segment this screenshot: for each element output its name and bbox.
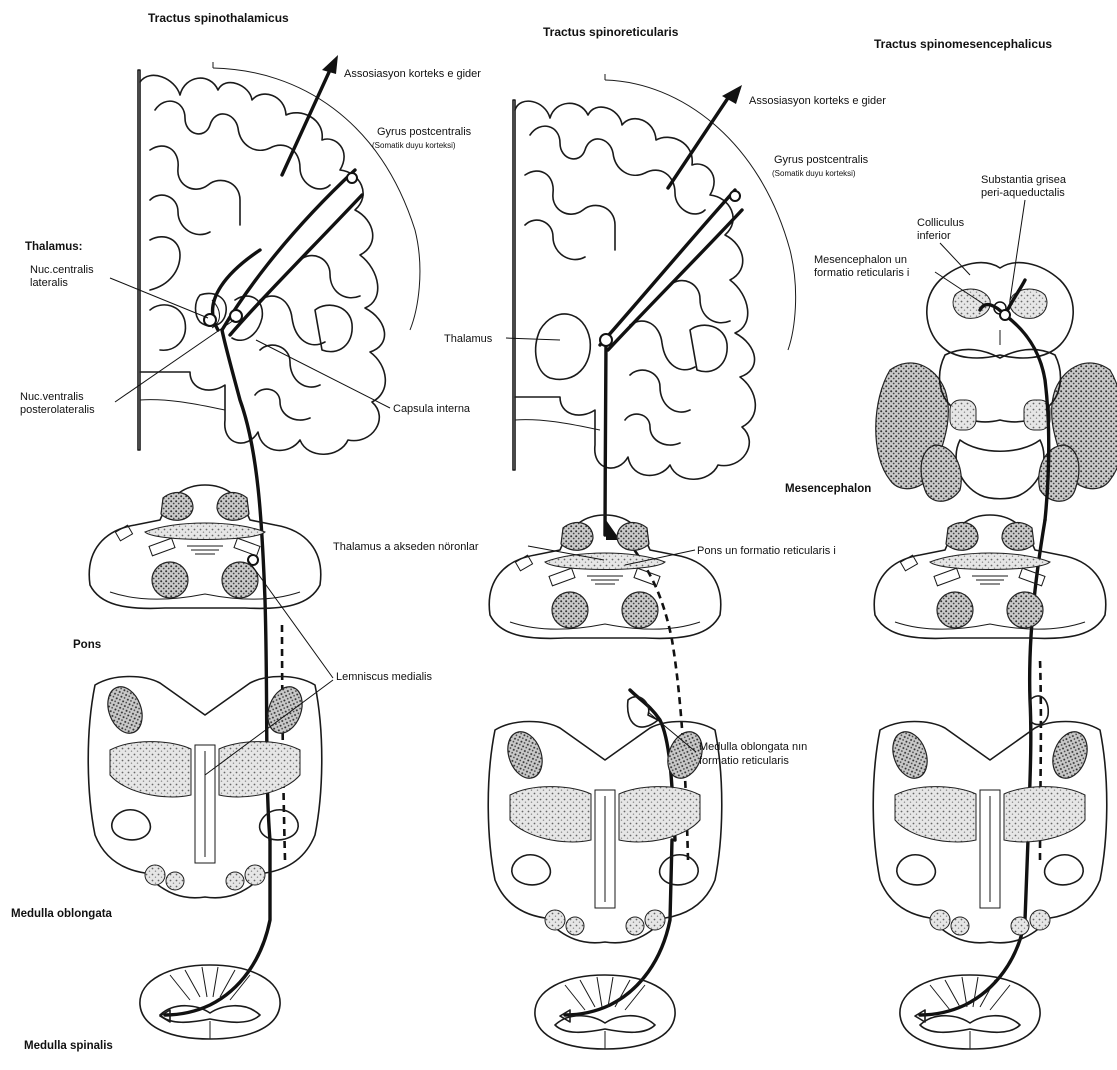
medulla-section-left [88,677,322,898]
spinal-section-left [140,965,280,1039]
label-gyrus-mid-sub: (Somatik duyu korteksi) [772,169,856,178]
leader-thalamus-mid [506,338,560,340]
label-medulla-form-1: Medulla oblongata nın [699,741,807,753]
label-capsula: Capsula interna [393,403,471,415]
tract-spinothalamicus [165,170,362,1015]
label-thalamus-heading: Thalamus: [25,241,83,253]
label-assoc-left: Assosiasyon korteks e gider [344,68,481,80]
label-nuc-ventral-2: posterolateralis [20,404,95,416]
label-mesencephalon: Mesencephalon [785,483,871,495]
label-mesenc-form-1: Mesencephalon un [814,254,907,266]
title-spinothalamicus: Tractus spinothalamicus [148,11,289,25]
spinal-section-middle [535,975,675,1049]
label-gyrus-mid: Gyrus postcentralis [774,154,869,166]
pons-section-right [874,515,1106,638]
pons-section-left [89,485,321,608]
label-assoc-mid: Assosiasyon korteks e gider [749,95,886,107]
label-medulla-obl: Medulla oblongata [11,908,113,920]
label-lemniscus: Lemniscus medialis [336,671,432,683]
label-substantia-1: Substantia grisea [981,174,1067,186]
label-pons: Pons [73,639,101,651]
label-medulla-spin: Medulla spinalis [24,1040,113,1052]
label-thalamus-mid: Thalamus [444,333,493,345]
label-thal-akseden: Thalamus a akseden nöronlar [333,541,479,553]
label-gyrus-left-sub: (Somatik duyu korteksi) [372,141,456,150]
label-mesenc-form-2: formatio reticularis i [814,267,909,279]
label-gyrus-left: Gyrus postcentralis [377,126,472,138]
assoc-arrow-left [282,55,338,175]
title-spinoreticularis: Tractus spinoreticularis [543,25,679,39]
label-nuc-central-1: Nuc.centralis [30,264,94,276]
label-colliculus-2: inferior [917,230,951,242]
arrow-head-icon [322,55,338,74]
title-spinomesencephalicus: Tractus spinomesencephalicus [874,37,1052,51]
brain-section-middle [513,74,796,479]
label-nuc-central-2: lateralis [30,277,68,289]
leader-nuc-central [110,278,208,318]
label-medulla-form-2: formatio reticularis [699,755,789,767]
label-nuc-ventral-1: Nuc.ventralis [20,391,84,403]
label-pons-form: Pons un formatio reticularis i [697,545,836,557]
brain-section-left [138,62,420,454]
label-colliculus-1: Colliculus [917,217,965,229]
mesencephalon-section [876,263,1117,502]
medulla-section-right [873,722,1107,943]
label-substantia-2: peri-aqueductalis [981,187,1065,199]
